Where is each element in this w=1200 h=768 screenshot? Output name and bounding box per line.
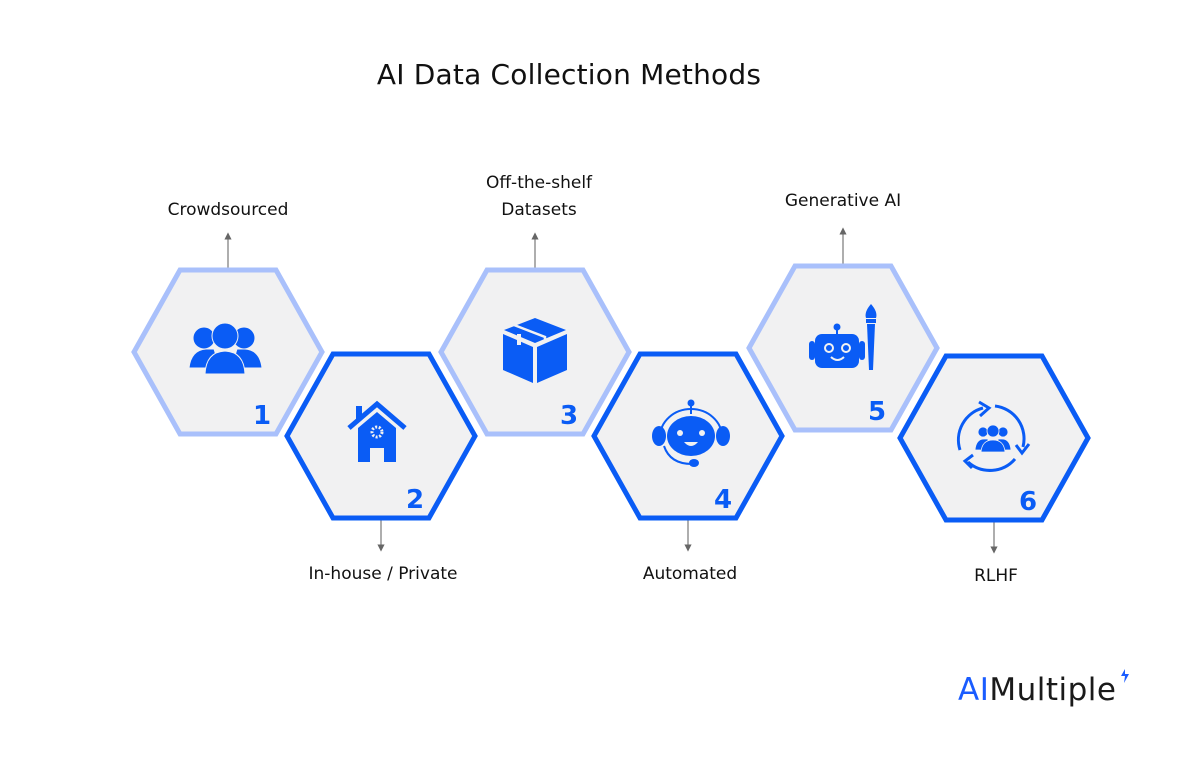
feedback-cycle-people-icon (956, 400, 1031, 472)
method-label-3-line2: Datasets (501, 200, 577, 220)
hexagon-6 (897, 353, 1091, 523)
method-number-1: 1 (253, 401, 271, 431)
diagram-title: AI Data Collection Methods (376, 58, 762, 91)
hexagon-3 (438, 267, 632, 437)
robot-paintbrush-icon (809, 304, 877, 370)
house-gear-icon (347, 400, 407, 462)
robot-headset-icon (652, 399, 730, 467)
method-number-4: 4 (714, 485, 732, 515)
method-label-5: Generative AI (784, 191, 902, 211)
logo-suffix: Multiple (989, 672, 1117, 708)
method-label-3-line1: Off-the-shelf (485, 173, 593, 193)
method-label-4: Automated (642, 564, 738, 584)
method-number-2: 2 (406, 485, 424, 515)
aimultiple-logo: AIMultiple (958, 669, 1129, 708)
lightning-bolt-icon (1120, 669, 1129, 683)
method-number-6: 6 (1019, 487, 1037, 517)
method-label-2: In-house / Private (308, 564, 458, 584)
method-label-6: RLHF (974, 566, 1018, 586)
logo-prefix: AI (958, 672, 990, 708)
method-number-3: 3 (560, 401, 578, 431)
method-label-1: Crowdsourced (167, 200, 289, 220)
box-icon (503, 318, 567, 383)
people-group-icon (188, 322, 263, 375)
method-label-3: Off-the-shelf Datasets (429, 170, 649, 224)
method-number-5: 5 (868, 397, 886, 427)
